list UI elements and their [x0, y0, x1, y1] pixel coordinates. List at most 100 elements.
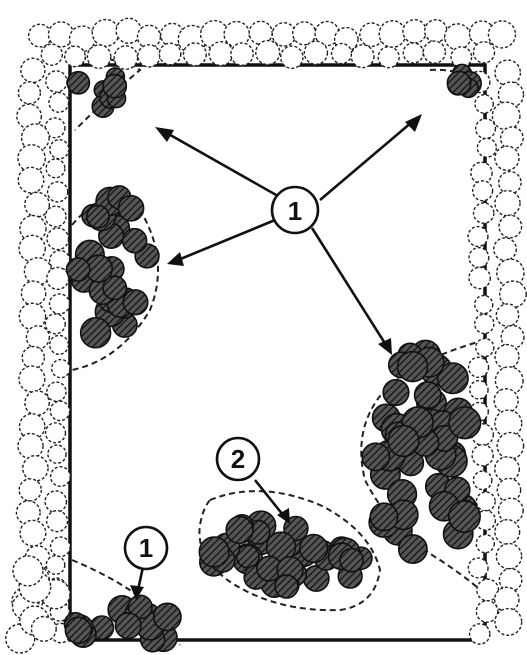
arrow-upper-right [320, 122, 412, 200]
hatched-particle [115, 613, 140, 638]
empty-particle [468, 227, 488, 247]
arrow-lower-right-head [378, 338, 392, 355]
empty-particle [473, 42, 494, 63]
empty-particle [272, 23, 295, 46]
hatched-particle [388, 426, 419, 457]
hatched-particle [300, 535, 328, 563]
empty-particle [501, 127, 524, 150]
empty-particle [495, 191, 520, 216]
callout-middle: 2 [217, 438, 259, 480]
hatched-particle [340, 549, 363, 572]
empty-particle [495, 60, 520, 85]
hatched-particle [199, 537, 229, 567]
hatched-particle [226, 517, 253, 544]
empty-particle [494, 238, 517, 261]
empty-particle [48, 445, 66, 463]
empty-particle [495, 457, 520, 482]
empty-particle [256, 41, 280, 65]
empty-particle [499, 215, 522, 238]
empty-particle [19, 479, 41, 501]
empty-particle [496, 304, 518, 326]
empty-particle [472, 445, 493, 466]
callout-bottom-left: 1 [125, 527, 167, 569]
empty-particle [19, 366, 45, 392]
hatched-particle [154, 603, 181, 630]
empty-particle [470, 381, 488, 399]
empty-particle [49, 93, 69, 113]
empty-particle [21, 58, 45, 82]
empty-particle [48, 182, 68, 202]
filled-particle-group [64, 64, 481, 651]
empty-particle [52, 360, 70, 378]
empty-particle [183, 43, 206, 66]
empty-particle [92, 20, 119, 47]
hatched-particle [449, 501, 480, 532]
empty-particle [26, 326, 49, 349]
empty-particle [494, 389, 518, 413]
empty-particle [45, 314, 65, 334]
empty-particle [50, 140, 69, 159]
empty-particle [495, 146, 519, 170]
hatched-particle [65, 617, 91, 643]
empty-particle [403, 43, 423, 63]
empty-particle [473, 181, 493, 201]
empty-particle [497, 433, 523, 459]
empty-particle [498, 498, 523, 523]
empty-particle [18, 433, 43, 458]
empty-particle [475, 95, 493, 113]
callout-middle-label: 2 [231, 444, 245, 474]
empty-particle [87, 45, 110, 68]
empty-particle [18, 167, 44, 193]
hatched-particle [81, 318, 111, 348]
empty-particle [19, 303, 45, 329]
hatched-particle [103, 75, 126, 98]
empty-particle [403, 20, 426, 43]
hatched-particle [118, 196, 143, 221]
empty-particle [47, 228, 69, 250]
empty-particle [31, 616, 56, 641]
empty-particle [46, 423, 66, 443]
empty-particle [281, 46, 303, 68]
arrow-upper-right-head [405, 114, 422, 132]
empty-particle [500, 281, 527, 308]
hatched-particle [67, 258, 90, 281]
hatched-particle [123, 229, 147, 253]
callout-bottom-left-label: 1 [139, 533, 153, 563]
empty-particle [45, 206, 66, 227]
empty-particle [469, 357, 489, 377]
empty-particle [116, 18, 141, 43]
empty-particle [209, 42, 233, 66]
empty-particle [21, 281, 45, 305]
empty-particle [475, 296, 493, 314]
hatched-particle [370, 503, 397, 530]
empty-particle [476, 339, 494, 357]
hatched-particle [87, 206, 109, 228]
arrow-left [178, 218, 280, 260]
arrow-left-head [167, 252, 184, 266]
empty-particle [46, 71, 67, 92]
empty-particle [445, 24, 471, 50]
empty-particle [47, 267, 69, 289]
arrow-middle-callout [255, 480, 283, 515]
empty-particle [495, 520, 520, 545]
empty-particle [20, 520, 46, 546]
empty-particle [423, 41, 445, 63]
hatched-particle [362, 443, 389, 470]
empty-particle [476, 119, 496, 139]
hatched-particle [399, 535, 427, 563]
empty-particle [488, 21, 515, 48]
callout-center: 1 [272, 187, 318, 233]
empty-particle [138, 45, 160, 67]
empty-particle [46, 159, 65, 178]
arrow-upper-left-head [155, 127, 174, 142]
empty-particle [13, 556, 43, 586]
hatched-particle [275, 575, 298, 598]
empty-particle [470, 624, 490, 644]
empty-particle [379, 21, 406, 48]
empty-particle [476, 601, 497, 622]
empty-particle [474, 203, 494, 223]
empty-particle [332, 44, 352, 64]
empty-particle [51, 467, 71, 487]
empty-particle [473, 471, 491, 489]
